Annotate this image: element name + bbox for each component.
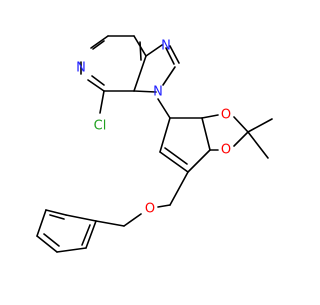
bond	[247, 131, 269, 159]
bond	[165, 47, 175, 65]
bond	[87, 79, 105, 92]
bond	[233, 116, 249, 133]
bond	[92, 40, 105, 50]
bond	[233, 131, 249, 147]
bond	[36, 209, 47, 237]
bond	[95, 220, 125, 227]
atom-label-o-ring-bottom: O	[221, 143, 231, 158]
bond	[247, 118, 273, 133]
bond	[99, 90, 105, 114]
atom-label-n-imidazole-top: N	[161, 39, 171, 54]
bond	[139, 41, 142, 61]
bond	[169, 171, 189, 206]
bond	[90, 35, 109, 49]
atom-labels: N N N Cl O O O	[76, 39, 231, 217]
bond	[162, 66, 176, 86]
structure-canvas: N N N Cl O O O	[36, 35, 273, 253]
atom-label-o-ring-top: O	[221, 108, 231, 123]
molecule-structure: N N N Cl O O O	[36, 35, 273, 253]
bond	[85, 220, 97, 249]
bond	[159, 151, 189, 173]
bond	[159, 117, 171, 153]
bond	[91, 75, 105, 86]
bond	[81, 224, 91, 246]
atom-label-chlorine: Cl	[94, 119, 107, 134]
bond	[201, 114, 219, 119]
bond	[36, 235, 58, 253]
bond	[187, 149, 211, 173]
bond	[133, 55, 147, 92]
atom-label-n-pyridine: N	[76, 61, 86, 76]
bond	[65, 214, 97, 222]
bond	[169, 45, 180, 64]
bond	[145, 44, 163, 57]
bond	[56, 247, 87, 253]
bond	[123, 213, 142, 227]
bond	[157, 98, 171, 119]
bond	[157, 204, 171, 208]
bond	[45, 209, 67, 216]
atom-label-o-ether: O	[145, 202, 155, 217]
bond	[164, 147, 188, 165]
atom-label-n-imidazole-bottom: N	[153, 85, 163, 100]
bonds	[36, 35, 273, 253]
bond	[49, 214, 65, 220]
bond	[201, 117, 211, 151]
bond	[43, 233, 60, 247]
bond	[133, 90, 157, 93]
